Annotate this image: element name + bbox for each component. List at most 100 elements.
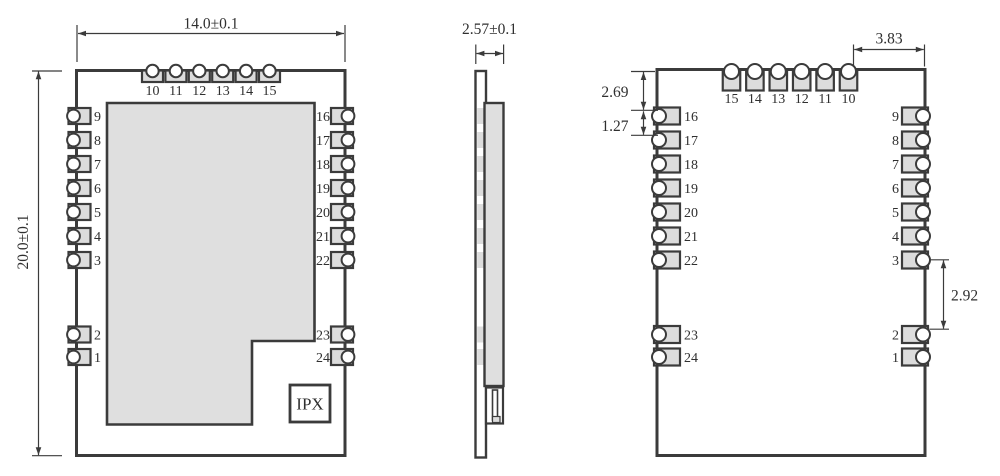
arrowhead-right — [915, 46, 924, 53]
pin-castellation-notch — [651, 326, 667, 343]
front-width-dimension: 14.0±0.1 — [76, 16, 346, 62]
pin-castellation-notch — [66, 252, 81, 268]
front-height-value: 20.0±0.1 — [15, 214, 32, 269]
pin-castellation-notch — [915, 108, 931, 124]
pin-castellation-notch — [915, 252, 931, 268]
pin-label: 14 — [239, 84, 253, 99]
pin-castellation-notch — [915, 156, 931, 172]
arrowhead-left — [78, 30, 86, 37]
pin-label: 2 — [94, 329, 101, 344]
pin-castellation-notch — [192, 63, 207, 79]
pin-label: 16 — [684, 110, 698, 125]
side-ipx-foot — [491, 415, 501, 424]
ipx-connector-label: IPX — [296, 395, 323, 414]
side-view: 2.57±0.1 — [462, 21, 517, 459]
castellation-segment — [477, 132, 485, 148]
pin-castellation-notch — [651, 252, 667, 268]
pin-label: 21 — [316, 230, 330, 245]
pin-castellation-notch — [915, 132, 931, 148]
castellation-segment — [477, 349, 485, 365]
pin-castellation-notch — [651, 156, 667, 172]
pin-label: 17 — [684, 134, 698, 149]
pin-label: 8 — [892, 134, 899, 149]
pin-label: 23 — [684, 329, 698, 344]
pin-castellation-notch — [651, 228, 667, 244]
side-shield — [483, 101, 505, 388]
pin-castellation-notch — [340, 108, 356, 124]
pin-label: 3 — [94, 254, 101, 269]
pin-label: 19 — [316, 182, 330, 197]
pin-label: 11 — [169, 84, 182, 99]
pin-castellation-notch — [651, 180, 667, 196]
pin-castellation-notch — [915, 349, 931, 365]
front-width-value: 14.0±0.1 — [183, 16, 238, 33]
pin-label: 19 — [684, 182, 698, 197]
front-left-pins-lower: 21 — [66, 325, 101, 367]
pin-castellation-notch — [66, 180, 81, 196]
pin-label: 6 — [94, 182, 101, 197]
arrowhead-left — [854, 46, 863, 53]
pin-castellation-notch — [915, 204, 931, 220]
pin-castellation-notch — [840, 63, 857, 80]
pin-label: 21 — [684, 230, 698, 245]
pin-castellation-notch — [793, 63, 811, 80]
arrowhead-down — [640, 101, 647, 110]
arrowhead-right — [336, 30, 344, 37]
pin-label: 4 — [892, 230, 899, 245]
pin-label: 1 — [94, 351, 101, 366]
pin-label: 11 — [818, 92, 831, 107]
pin-castellation-notch — [651, 108, 667, 124]
pin-castellation-notch — [168, 63, 184, 79]
pin-label: 6 — [892, 182, 899, 197]
pin-castellation-notch — [340, 204, 356, 220]
arrowhead-down — [35, 447, 42, 456]
pin-label: 24 — [684, 351, 698, 366]
side-thickness-dimension: 2.57±0.1 — [462, 21, 517, 64]
back-body-outline — [655, 68, 927, 457]
pin-label: 20 — [316, 206, 330, 221]
pin-castellation-notch — [145, 63, 160, 79]
pin-castellation-notch — [769, 63, 787, 80]
castellation-segment — [477, 180, 485, 196]
back-pin-gap-dimension: 2.92 — [929, 259, 978, 330]
castellation-segment — [477, 108, 485, 124]
arrowhead-up — [640, 111, 647, 120]
pin-castellation-notch — [66, 132, 81, 148]
back-pin-pitch-dimension: 1.27 — [601, 111, 658, 136]
pin-castellation-notch — [66, 327, 81, 342]
pin-castellation-notch — [340, 327, 356, 342]
arrowhead-down — [940, 320, 947, 329]
pin-castellation-notch — [66, 349, 81, 365]
pin-label: 8 — [94, 134, 101, 149]
arrowhead-up — [640, 72, 647, 80]
pin-label: 22 — [316, 254, 330, 269]
pin-castellation-notch — [651, 132, 667, 148]
arrowhead-up — [940, 260, 947, 269]
pin-castellation-notch — [816, 63, 834, 80]
pin-label: 7 — [892, 158, 899, 173]
pin-label: 7 — [94, 158, 101, 173]
pin-label: 13 — [771, 92, 785, 107]
back-top-offset-dimension: 3.83 — [852, 31, 926, 67]
pin-label: 14 — [748, 92, 762, 107]
arrowhead-down — [640, 126, 647, 135]
pin-label: 3 — [892, 254, 899, 269]
back-edge-to-pin-value: 2.69 — [601, 84, 628, 101]
pin-label: 1 — [892, 351, 899, 366]
pin-castellation-notch — [340, 156, 356, 172]
pin-castellation-notch — [238, 63, 254, 79]
pin-label: 9 — [94, 110, 101, 125]
pin-castellation-notch — [915, 326, 931, 343]
pin-castellation-notch — [66, 228, 81, 244]
back-top-offset-value: 3.83 — [875, 31, 902, 48]
pin-label: 5 — [892, 206, 899, 221]
castellation-segment — [477, 156, 485, 172]
arrowhead-right — [495, 50, 503, 57]
